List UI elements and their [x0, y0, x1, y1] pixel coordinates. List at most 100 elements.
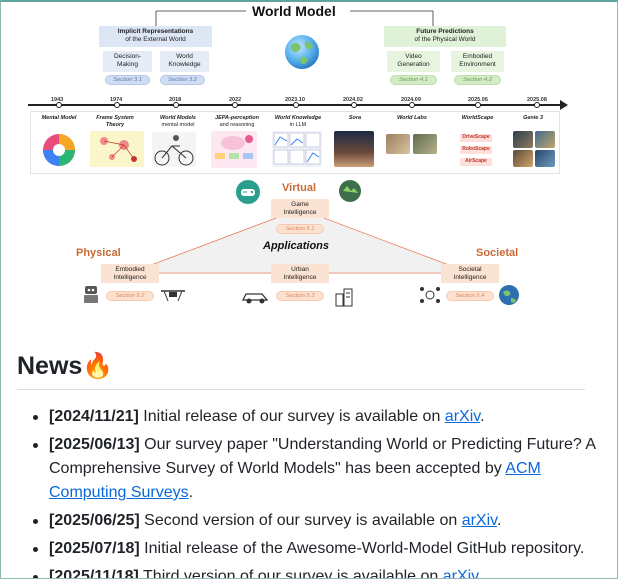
year-1943: 1943 — [51, 97, 64, 103]
news-list: [2024/11/21] Initial release of our surv… — [33, 405, 599, 579]
applications-title: Applications — [263, 240, 330, 252]
world-models-cyclist-image — [152, 132, 196, 167]
sora-street-image — [334, 131, 374, 167]
news-date: [2024/11/21] — [49, 408, 139, 425]
car-icon — [241, 293, 269, 304]
arxiv-link[interactable]: arXiv — [461, 512, 497, 529]
drivescape-label: DriveScape — [460, 134, 492, 142]
robot-icon — [84, 286, 98, 303]
news-text: Third version of our survey is available… — [138, 568, 443, 579]
news-divider — [17, 389, 585, 390]
year-2023-10: 2023.10 — [285, 97, 305, 103]
city-building-icon — [335, 288, 353, 307]
model-worldscape: WorldScape — [461, 115, 494, 121]
year-2018: 2018 — [169, 97, 182, 103]
societal-label: Societal — [476, 247, 519, 259]
urban-intelligence-line2: Intelligence — [283, 274, 317, 281]
news-date: [2025/07/18] — [49, 540, 140, 557]
genie3-image-3 — [513, 150, 533, 167]
year-2025-08: 2025.08 — [527, 97, 547, 103]
news-punct: . — [477, 568, 483, 579]
embodied-environment-box: Embodied Environment — [451, 51, 504, 72]
section-3-1-pill: Section 3.1 — [105, 75, 150, 85]
game-world-icon — [339, 180, 361, 202]
arxiv-link[interactable]: arXiv — [442, 568, 478, 579]
news-date: [2025/11/18] — [49, 568, 139, 579]
section-4-2-pill: Section 4.2 — [454, 75, 501, 85]
social-network-icon — [420, 287, 440, 303]
news-text: Second version of our survey is availabl… — [139, 512, 462, 529]
decision-making-line2: Making — [117, 61, 138, 68]
section-5-1-pill: Section 5.1 — [276, 224, 324, 234]
decision-making-line1: Decision- — [113, 53, 142, 60]
video-generation-line2: Generation — [397, 61, 430, 68]
world-knowledge-line2: Knowledge — [168, 61, 201, 68]
news-punct: . — [480, 408, 485, 425]
implicit-representations-box: Implicit Representations of the External… — [99, 26, 212, 47]
year-2022: 2022 — [229, 97, 242, 103]
section-4-1-pill: Section 4.1 — [390, 75, 437, 85]
roboscape-label: RoboScape — [460, 146, 492, 154]
genie3-image-4 — [535, 150, 555, 167]
genie3-image-1 — [513, 131, 533, 148]
urban-intelligence-line1: Urban — [291, 266, 309, 273]
model-mental-model: Mental Model — [41, 115, 77, 121]
virtual-label: Virtual — [282, 182, 317, 194]
news-text: Our survey paper "Understanding World or… — [49, 436, 596, 477]
world-labs-image-1 — [386, 134, 410, 154]
gamepad-icon — [236, 180, 260, 204]
news-date: [2025/06/25] — [49, 512, 140, 529]
section-5-3-pill: Section 5.3 — [276, 291, 324, 301]
section-5-2-pill: Section 5.2 — [106, 291, 154, 301]
embodied-intelligence-line1: Embodied — [115, 266, 145, 273]
globe-icon — [285, 35, 319, 69]
model-sora: Sora — [348, 115, 362, 121]
jepa-diagram-image — [211, 131, 257, 168]
model-strip — [30, 111, 560, 174]
year-1974: 1974 — [110, 97, 123, 103]
section-5-4-pill: Section 5.4 — [446, 291, 494, 301]
implicit-head-line2: of the External World — [125, 36, 186, 43]
future-head-line1: Future Predictions — [416, 28, 474, 35]
model-genie-3: Genie 3 — [523, 115, 543, 121]
acm-computing-surveys-link[interactable]: ACM Computing Surveys — [49, 460, 541, 501]
embodied-environment-line2: Environment — [459, 61, 496, 68]
societal-intelligence-line2: Intelligence — [453, 274, 487, 281]
implicit-head-line1: Implicit Representations — [117, 28, 194, 35]
world-knowledge-charts-image — [272, 131, 322, 167]
news-heading-text: News — [17, 352, 83, 380]
airscape-label: AirScape — [460, 158, 492, 166]
societal-intelligence-box: Societal Intelligence — [441, 264, 499, 283]
earth-globe-icon — [499, 285, 519, 305]
news-item: [2025/06/25] Second version of our surve… — [33, 509, 599, 533]
timeline-axis — [28, 100, 568, 110]
urban-intelligence-box: Urban Intelligence — [271, 264, 329, 283]
news-date: [2025/06/13] — [49, 436, 140, 453]
world-knowledge-box: World Knowledge — [160, 51, 209, 72]
future-predictions-box: Future Predictions of the Physical World — [384, 26, 506, 47]
frame-system-diagram-image — [90, 131, 144, 167]
year-2025-06: 2025.06 — [468, 97, 488, 103]
world-model-figure: World Model Implicit Representations of … — [28, 3, 568, 307]
embodied-intelligence-box: Embodied Intelligence — [101, 264, 159, 283]
news-item: [2025/11/18] Third version of our survey… — [33, 565, 599, 579]
societal-intelligence-line1: Societal — [458, 266, 482, 273]
drone-icon — [161, 290, 185, 302]
video-generation-line1: Video — [405, 53, 422, 60]
arxiv-link[interactable]: arXiv — [444, 408, 481, 425]
future-head-line2: of the Physical World — [414, 36, 476, 43]
game-intelligence-box: Game Intelligence — [271, 199, 329, 218]
embodied-intelligence-line2: Intelligence — [113, 274, 147, 281]
world-knowledge-line1: World — [176, 53, 193, 60]
physical-label: Physical — [76, 247, 121, 259]
embodied-environment-line1: Embodied — [462, 53, 493, 60]
figure-title: World Model — [252, 3, 336, 19]
section-3-2-pill: Section 3.2 — [160, 75, 205, 85]
news-text: Initial release of the Awesome-World-Mod… — [139, 540, 585, 557]
mental-model-wheel-image — [43, 134, 75, 166]
news-heading: News🔥 — [17, 352, 113, 381]
title-connector-lines — [155, 10, 434, 26]
